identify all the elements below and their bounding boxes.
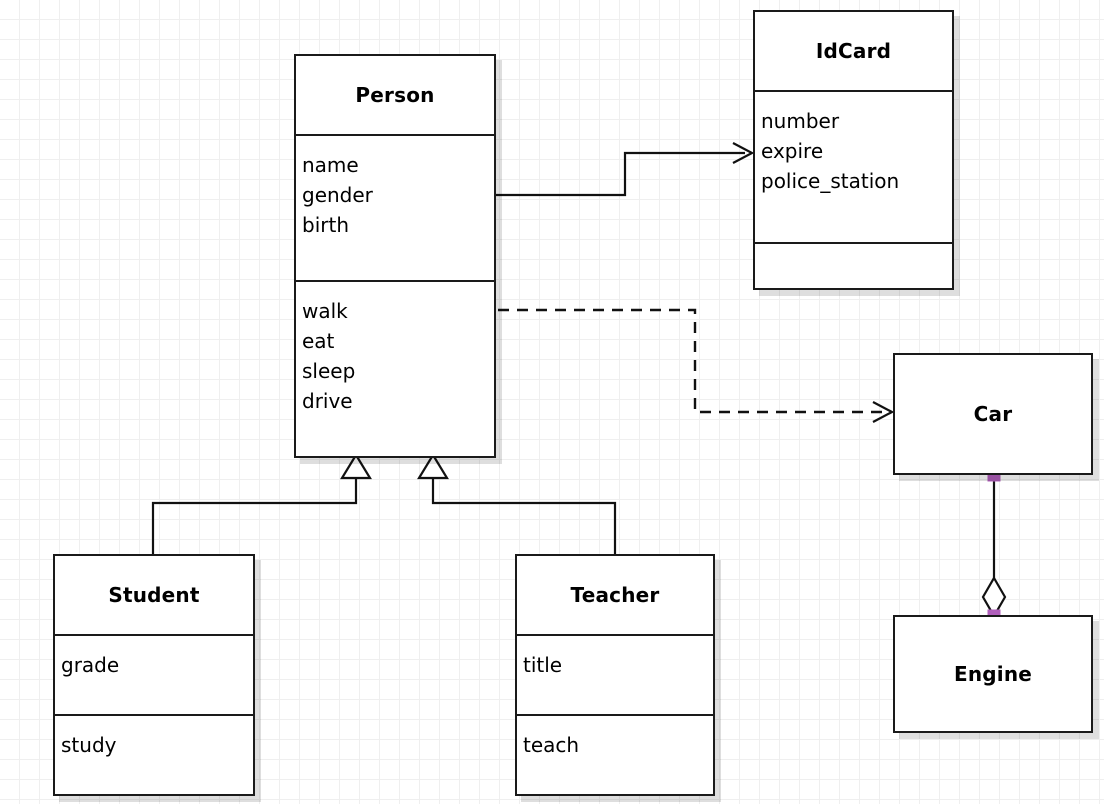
class-box-car[interactable]: Car [893, 353, 1093, 475]
open-arrow-head-car [872, 401, 895, 423]
generalization-line-teacher-person [431, 475, 617, 554]
relationship-student-person[interactable] [151, 452, 372, 554]
method-person-sleep: sleep [302, 359, 356, 383]
relationship-car-engine[interactable] [981, 475, 1007, 619]
class-attributes-compartment-teacher: title [517, 634, 713, 714]
class-box-teacher[interactable]: Teacher title teach [515, 554, 715, 796]
attribute-idcard-expire: expire [761, 139, 824, 163]
open-arrow-head-idcard [732, 142, 755, 164]
class-name-student: Student [108, 583, 200, 607]
class-title-compartment-student: Student [55, 556, 253, 634]
association-line-person-idcard [496, 151, 745, 197]
dependency-line-person-car [498, 308, 884, 414]
attribute-person-birth: birth [302, 213, 349, 237]
attribute-student-grade: grade [61, 653, 120, 677]
class-name-teacher: Teacher [570, 583, 660, 607]
class-attributes-compartment-person: name gender birth [296, 134, 494, 280]
method-teacher-teach: teach [523, 733, 580, 757]
attribute-idcard-number: number [761, 109, 840, 133]
attribute-teacher-title: title [523, 653, 563, 677]
class-box-idcard[interactable]: IdCard number expire police_station [753, 10, 954, 290]
class-title-compartment-idcard: IdCard [755, 12, 952, 90]
class-name-engine: Engine [953, 662, 1033, 686]
class-methods-compartment-student: study [55, 714, 253, 794]
class-box-student[interactable]: Student grade study [53, 554, 255, 796]
class-title-compartment-teacher: Teacher [517, 556, 713, 634]
class-title-compartment-person: Person [296, 56, 494, 134]
class-attributes-compartment-student: grade [55, 634, 253, 714]
class-box-person[interactable]: Person name gender birth walk eat sleep … [294, 54, 496, 458]
class-methods-compartment-idcard [755, 242, 952, 288]
class-name-person: Person [355, 83, 435, 107]
relationship-person-car[interactable] [498, 308, 895, 423]
class-methods-compartment-teacher: teach [517, 714, 713, 794]
method-person-eat: eat [302, 329, 335, 353]
class-attributes-compartment-idcard: number expire police_station [755, 90, 952, 242]
relationship-teacher-person[interactable] [417, 452, 617, 554]
method-person-drive: drive [302, 389, 353, 413]
method-student-study: study [61, 733, 117, 757]
class-box-engine[interactable]: Engine [893, 615, 1093, 733]
method-person-walk: walk [302, 299, 348, 323]
class-title-compartment-engine: Engine [895, 617, 1091, 731]
hollow-triangle-head-student [340, 452, 372, 480]
attribute-person-name: name [302, 153, 359, 177]
attribute-person-gender: gender [302, 183, 373, 207]
hollow-triangle-head-teacher [417, 452, 449, 480]
class-name-idcard: IdCard [815, 39, 892, 63]
attribute-idcard-police-station: police_station [761, 169, 900, 193]
generalization-line-student-person [151, 475, 358, 554]
relationship-person-idcard[interactable] [496, 142, 755, 197]
class-title-compartment-car: Car [895, 355, 1091, 473]
class-name-car: Car [973, 402, 1013, 426]
class-methods-compartment-person: walk eat sleep drive [296, 280, 494, 456]
